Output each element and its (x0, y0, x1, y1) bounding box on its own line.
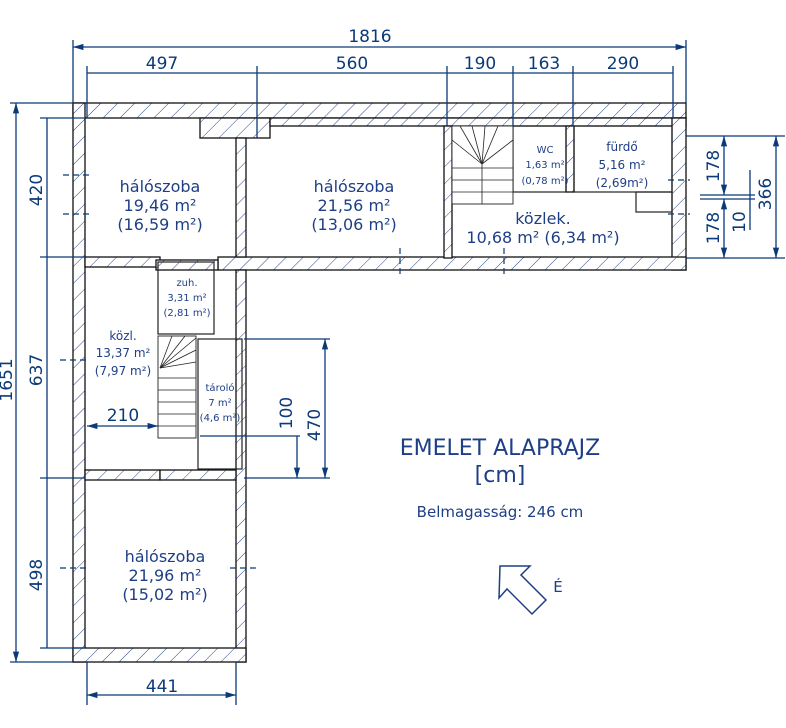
room-net-area: (2,81 m²) (164, 308, 211, 319)
wall-left (72, 102, 86, 663)
dim-right-3: 10 (730, 211, 750, 233)
wall-top-right (269, 117, 687, 127)
room-storage: tároló 7 m² (4,6 m²) (200, 382, 241, 424)
wall-top-step (199, 117, 271, 139)
room-name: tároló (206, 382, 235, 394)
room-name: hálószoba (314, 177, 395, 196)
room-area: 10,68 m² (6,34 m²) (466, 228, 619, 247)
wall-upper-left (84, 256, 161, 268)
room-wc: WC 1,63 m² (0,78 m²) (522, 145, 569, 187)
room-area: 21,56 m² (318, 196, 391, 215)
room-net-area: (16,59 m²) (117, 215, 202, 234)
room-hall: közlek. 10,68 m² (6,34 m²) (466, 209, 619, 247)
room-net-area: (7,97 m²) (95, 364, 151, 378)
dim-left-2: 637 (27, 354, 47, 386)
dim-top-5: 290 (607, 54, 639, 74)
dim-right-total: 366 (756, 178, 776, 210)
wall-wing-bottom (217, 256, 687, 271)
wall-lower-left (84, 469, 161, 481)
room-bedroom3: hálószoba 21,96 m² (15,02 m²) (122, 547, 207, 604)
room-net-area: (15,02 m²) (122, 585, 207, 604)
dim-left-1: 420 (27, 174, 47, 206)
wall-right (671, 117, 687, 271)
room-area: 21,96 m² (129, 566, 202, 585)
wall-bedroom-divider (235, 137, 247, 258)
room-name: közlek. (515, 209, 571, 228)
room-name: fürdő (606, 140, 638, 154)
room-name: WC (537, 145, 554, 156)
room-area: 5,16 m² (598, 158, 645, 172)
wall-shower-top (155, 259, 219, 271)
plan-title: EMELET ALAPRAJZ (400, 436, 601, 461)
dim-left-3: 498 (27, 559, 47, 591)
dim-top-4: 163 (528, 54, 560, 74)
plan-unit: [cm] (475, 463, 526, 488)
staircase-upper (451, 125, 514, 205)
room-name: hálószoba (125, 547, 206, 566)
dim-right-2: 178 (704, 212, 724, 244)
dim-storage-470: 470 (305, 409, 325, 441)
room-net-area: (2,69m²) (596, 176, 649, 190)
interior-lines (157, 125, 673, 470)
dim-total-width: 1816 (348, 27, 391, 47)
north-label: É (553, 577, 562, 596)
dim-top-3: 190 (464, 54, 496, 74)
wall-top (72, 102, 687, 119)
room-net-area: (13,06 m²) (311, 215, 396, 234)
dim-corridor: 210 (107, 406, 139, 426)
wall-bottom (72, 647, 247, 663)
room-net-area: (0,78 m²) (522, 176, 569, 187)
dim-right-1: 178 (704, 150, 724, 182)
dim-storage-100: 100 (277, 397, 297, 429)
room-net-area: (4,6 m²) (200, 413, 241, 424)
dim-top-2: 560 (336, 54, 368, 74)
room-name: hálószoba (120, 177, 201, 196)
room-name: közl. (109, 329, 136, 343)
room-corridor: közl. 13,37 m² (7,97 m²) (95, 329, 151, 378)
room-bath: fürdő 5,16 m² (2,69m²) (596, 140, 649, 190)
room-shower: zuh. 3,31 m² (2,81 m²) (164, 278, 211, 319)
room-bedroom2: hálószoba 21,56 m² (13,06 m²) (311, 177, 396, 234)
openings (60, 174, 690, 569)
room-area: 1,63 m² (525, 160, 564, 171)
ceiling-height: Belmagasság: 246 cm (417, 503, 584, 521)
dim-bottom: 441 (146, 677, 178, 697)
dim-top-1: 497 (146, 54, 178, 74)
staircase-lower (157, 335, 197, 439)
north-arrow-icon (498, 565, 548, 616)
room-area: 7 m² (208, 398, 231, 409)
room-area: 19,46 m² (124, 196, 197, 215)
room-bedroom1: hálószoba 19,46 m² (16,59 m²) (117, 177, 202, 234)
room-area: 13,37 m² (96, 346, 151, 360)
room-name: zuh. (176, 278, 197, 289)
dimension-lines (10, 40, 785, 705)
room-area: 3,31 m² (167, 293, 206, 304)
dim-total-height: 1651 (0, 358, 17, 401)
wall-left-wing-right (235, 269, 247, 663)
wall-lower-right (159, 469, 237, 481)
wall-stair (443, 125, 453, 259)
